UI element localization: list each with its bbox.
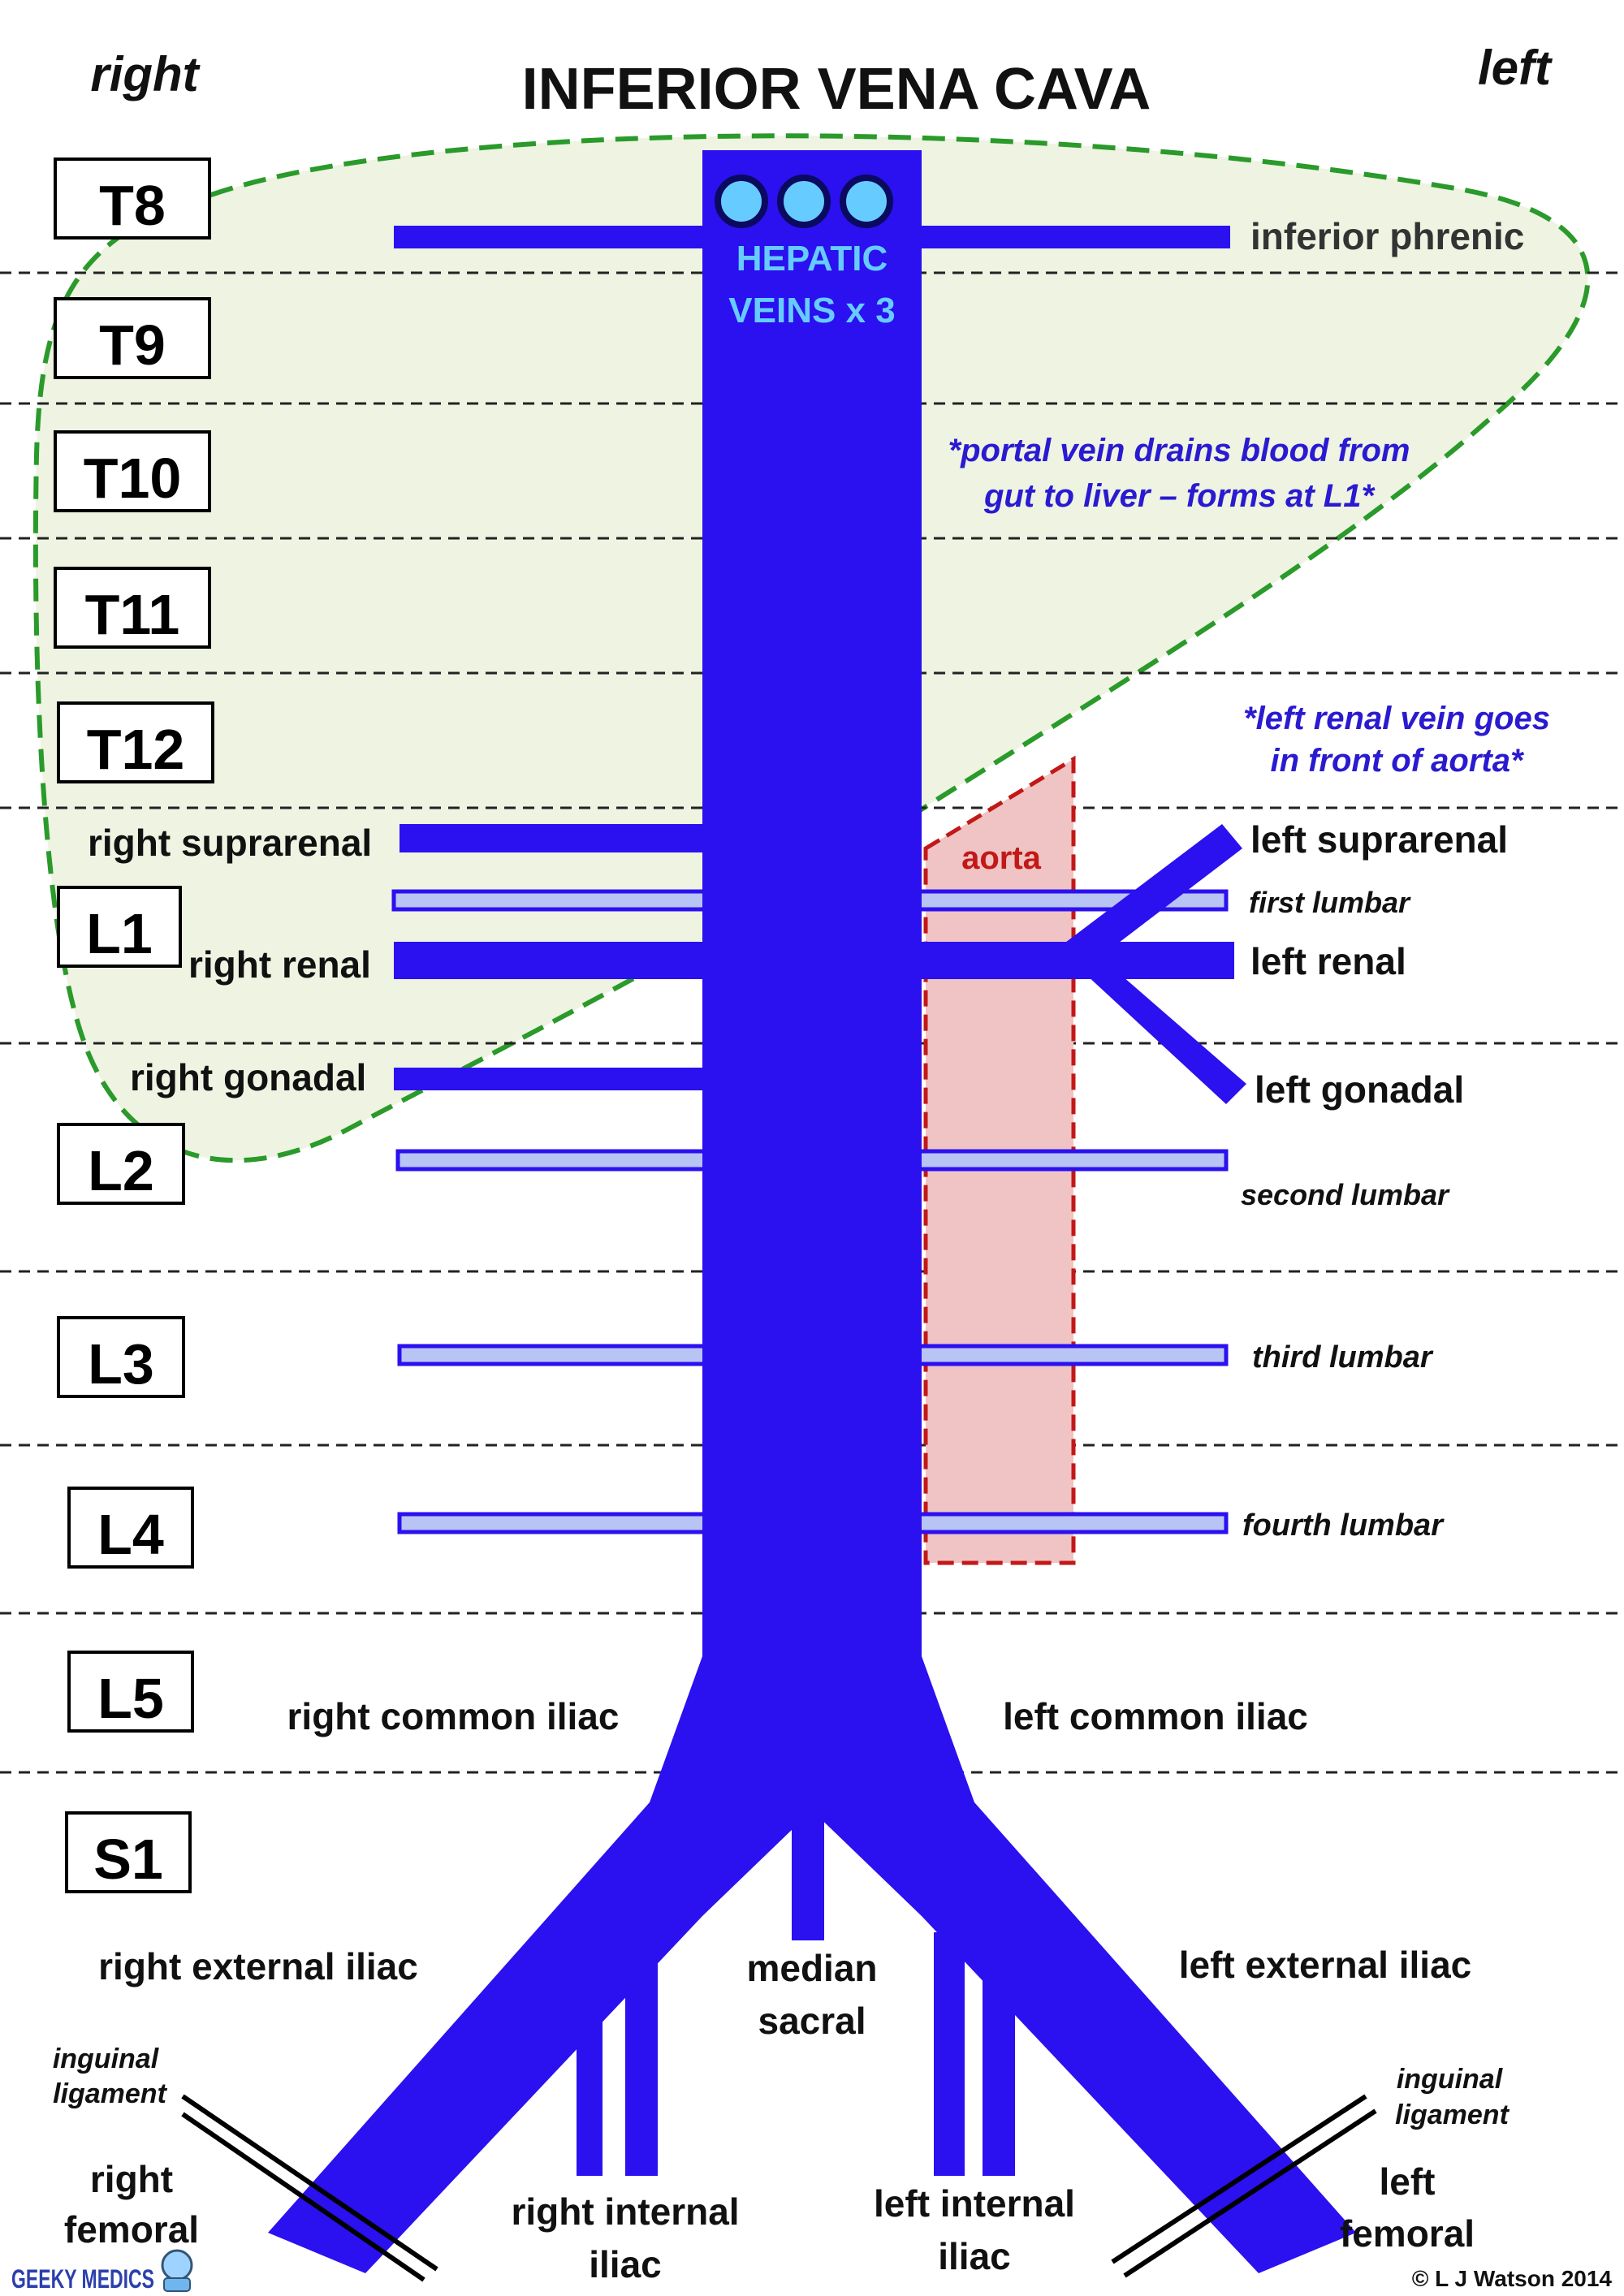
label-right-renal: right renal xyxy=(188,943,371,986)
svg-text:T10: T10 xyxy=(84,447,182,510)
vertebra-l5: L5 xyxy=(67,1651,194,1733)
vertebra-t11: T11 xyxy=(54,567,211,649)
vertebra-t9: T9 xyxy=(54,297,211,379)
vertebra-l2: L2 xyxy=(57,1123,185,1205)
hepatic-opening-2 xyxy=(777,175,831,228)
left-gonadal-vein xyxy=(1064,950,1246,1104)
vertebral-levels: T8 T9 T10 T11 T12 L1 L2 L3 L4 L5 S1 xyxy=(54,158,214,1893)
left-suprarenal-vein xyxy=(1056,824,1242,966)
label-right-femoral-2: femoral xyxy=(64,2208,199,2251)
label-inguinal-right-2: ligament xyxy=(53,2078,167,2109)
geeky-medics-logo: GEEKY MEDICS xyxy=(11,2264,154,2294)
label-right-common-iliac: right common iliac xyxy=(287,1695,620,1737)
svg-text:L2: L2 xyxy=(88,1139,154,1202)
vertebra-l1: L1 xyxy=(57,886,182,968)
vertebra-t10: T10 xyxy=(54,430,211,512)
median-sacral-vein xyxy=(792,1770,824,1940)
renal-note-line1: *left renal vein goes xyxy=(1243,701,1550,736)
label-left-common-iliac: left common iliac xyxy=(1003,1695,1308,1737)
label-left-femoral-1: left xyxy=(1380,2160,1436,2203)
label-median-sacral-2: sacral xyxy=(758,2000,866,2042)
right-gonadal-vein xyxy=(394,1068,702,1090)
hepatic-opening-1 xyxy=(715,175,768,228)
svg-text:T12: T12 xyxy=(87,718,185,781)
vertebra-t8: T8 xyxy=(54,158,211,240)
svg-text:L4: L4 xyxy=(97,1503,164,1566)
label-inguinal-right-1: inguinal xyxy=(53,2044,160,2074)
label-right-suprarenal: right suprarenal xyxy=(88,822,372,864)
vertebra-s1: S1 xyxy=(65,1811,192,1893)
left-iliac-system xyxy=(702,1656,1356,2273)
renal-note-line2: in front of aorta* xyxy=(1270,743,1525,779)
label-left-renal: left renal xyxy=(1250,940,1406,982)
left-internal-iliac-vein-1 xyxy=(934,1932,965,2176)
label-left-gonadal: left gonadal xyxy=(1255,1068,1464,1111)
left-internal-iliac-vein-2 xyxy=(983,1940,1015,2176)
page-title: INFERIOR VENA CAVA xyxy=(522,57,1151,122)
svg-text:T9: T9 xyxy=(99,313,166,377)
label-first-lumbar: first lumbar xyxy=(1249,886,1411,919)
internal-iliac-gaps xyxy=(603,2026,983,2176)
label-left-internal-iliac-2: iliac xyxy=(938,2235,1011,2277)
aorta-label: aorta xyxy=(961,840,1042,876)
vertebra-l4: L4 xyxy=(67,1487,194,1569)
copyright-text: © L J Watson 2014 xyxy=(1412,2266,1613,2291)
svg-text:S1: S1 xyxy=(93,1828,163,1891)
left-side-label: left xyxy=(1478,41,1553,95)
label-third-lumbar: third lumbar xyxy=(1252,1340,1434,1375)
portal-note-line2: gut to liver – forms at L1* xyxy=(983,478,1376,514)
label-left-internal-iliac-1: left internal xyxy=(874,2182,1075,2225)
label-inferior-phrenic: inferior phrenic xyxy=(1250,215,1524,257)
hepatic-vein-openings xyxy=(715,175,893,228)
right-renal-vein xyxy=(394,942,702,979)
right-suprarenal-vein xyxy=(400,824,702,852)
label-right-gonadal: right gonadal xyxy=(130,1056,366,1098)
label-left-suprarenal: left suprarenal xyxy=(1250,818,1508,861)
hepatic-opening-3 xyxy=(840,175,893,228)
vertebra-t12: T12 xyxy=(57,701,214,783)
label-inguinal-left-1: inguinal xyxy=(1397,2064,1504,2095)
vein-structure xyxy=(268,150,1356,2273)
hepatic-label-2: VEINS x 3 xyxy=(728,291,895,330)
svg-text:L5: L5 xyxy=(97,1667,164,1730)
mascot-icon xyxy=(161,2249,193,2292)
label-right-external-iliac: right external iliac xyxy=(98,1945,418,1987)
right-side-label: right xyxy=(90,47,201,101)
label-left-femoral-2: femoral xyxy=(1340,2212,1475,2255)
label-second-lumbar: second lumbar xyxy=(1241,1178,1450,1211)
portal-note-line1: *portal vein drains blood from xyxy=(948,433,1410,468)
inferior-phrenic-vein xyxy=(394,226,1230,248)
label-right-internal-iliac-1: right internal xyxy=(511,2190,739,2233)
svg-text:L3: L3 xyxy=(88,1332,154,1396)
ivc-trunk xyxy=(702,150,922,1668)
label-left-external-iliac: left external iliac xyxy=(1179,1944,1472,1986)
svg-text:L1: L1 xyxy=(86,902,153,965)
label-median-sacral-1: median xyxy=(746,1947,877,1989)
right-internal-iliac-vein-1 xyxy=(577,1932,603,2176)
hepatic-label-1: HEPATIC xyxy=(736,239,888,278)
inguinal-ligaments xyxy=(181,2094,1377,2282)
svg-text:T11: T11 xyxy=(85,583,180,646)
label-fourth-lumbar: fourth lumbar xyxy=(1242,1508,1445,1543)
label-right-internal-iliac-2: iliac xyxy=(589,2243,662,2285)
vertebra-l3: L3 xyxy=(57,1316,185,1398)
right-internal-iliac-vein-2 xyxy=(625,1940,658,2176)
label-inguinal-left-2: ligament xyxy=(1395,2100,1510,2130)
label-right-femoral-1: right xyxy=(90,2158,173,2200)
svg-text:T8: T8 xyxy=(99,174,166,237)
